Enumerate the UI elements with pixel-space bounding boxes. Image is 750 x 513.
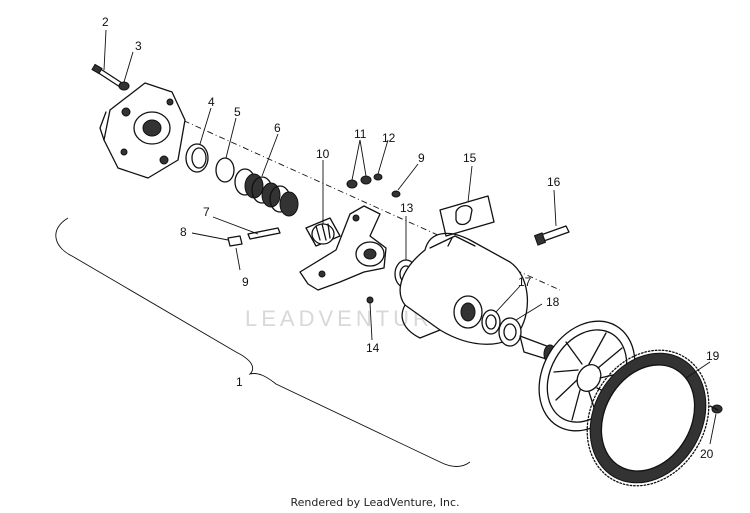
cover-plate-part xyxy=(99,82,186,179)
callout-15: 15 xyxy=(463,151,477,165)
render-credit: Rendered by LeadVenture, Inc. xyxy=(290,496,460,509)
callout-20: 20 xyxy=(700,447,714,461)
ring-part xyxy=(185,143,209,173)
callout-14: 14 xyxy=(366,341,380,355)
assembly-bracket xyxy=(55,217,471,467)
callout-6: 6 xyxy=(274,121,281,135)
ring-gear-part xyxy=(586,349,710,487)
callout-8: 8 xyxy=(180,225,187,239)
callout-12: 12 xyxy=(382,131,396,145)
callout-18: 18 xyxy=(546,295,560,309)
plug-upper-part xyxy=(391,190,401,198)
spring-part xyxy=(234,168,299,217)
callout-2: 2 xyxy=(102,15,109,29)
washer-part xyxy=(118,81,130,91)
callout-1: 1 xyxy=(236,375,243,389)
shaft-pin-part xyxy=(533,225,570,246)
callout-7: 7 xyxy=(203,205,210,219)
washer-small-part xyxy=(373,173,383,181)
pin-part xyxy=(247,227,281,240)
bolt-part xyxy=(91,63,123,88)
gear-screw-part xyxy=(709,404,723,414)
leader-lines xyxy=(103,29,717,445)
roller-part xyxy=(305,217,341,247)
callout-9-upper: 9 xyxy=(418,151,425,165)
seal-part xyxy=(498,317,522,347)
callout-9-lower: 9 xyxy=(242,275,249,289)
callout-16: 16 xyxy=(547,175,561,189)
spider-arm-part xyxy=(299,205,387,291)
callout-5: 5 xyxy=(234,105,241,119)
callout-19: 19 xyxy=(706,349,720,363)
callout-13: 13 xyxy=(400,201,414,215)
callout-labels: 1 2 3 4 5 6 7 8 9 9 10 11 12 13 14 15 16… xyxy=(102,15,720,461)
callout-3: 3 xyxy=(135,39,142,53)
decal-part xyxy=(439,195,495,237)
nut-part xyxy=(346,175,372,189)
snap-ring-part xyxy=(215,157,235,183)
small-screw-part xyxy=(366,296,374,304)
pin-head-part xyxy=(227,235,243,247)
callout-11: 11 xyxy=(354,127,367,141)
callout-17: 17 xyxy=(518,275,532,289)
bearing-part xyxy=(481,309,501,335)
callout-10: 10 xyxy=(316,147,330,161)
callout-4: 4 xyxy=(208,95,215,109)
